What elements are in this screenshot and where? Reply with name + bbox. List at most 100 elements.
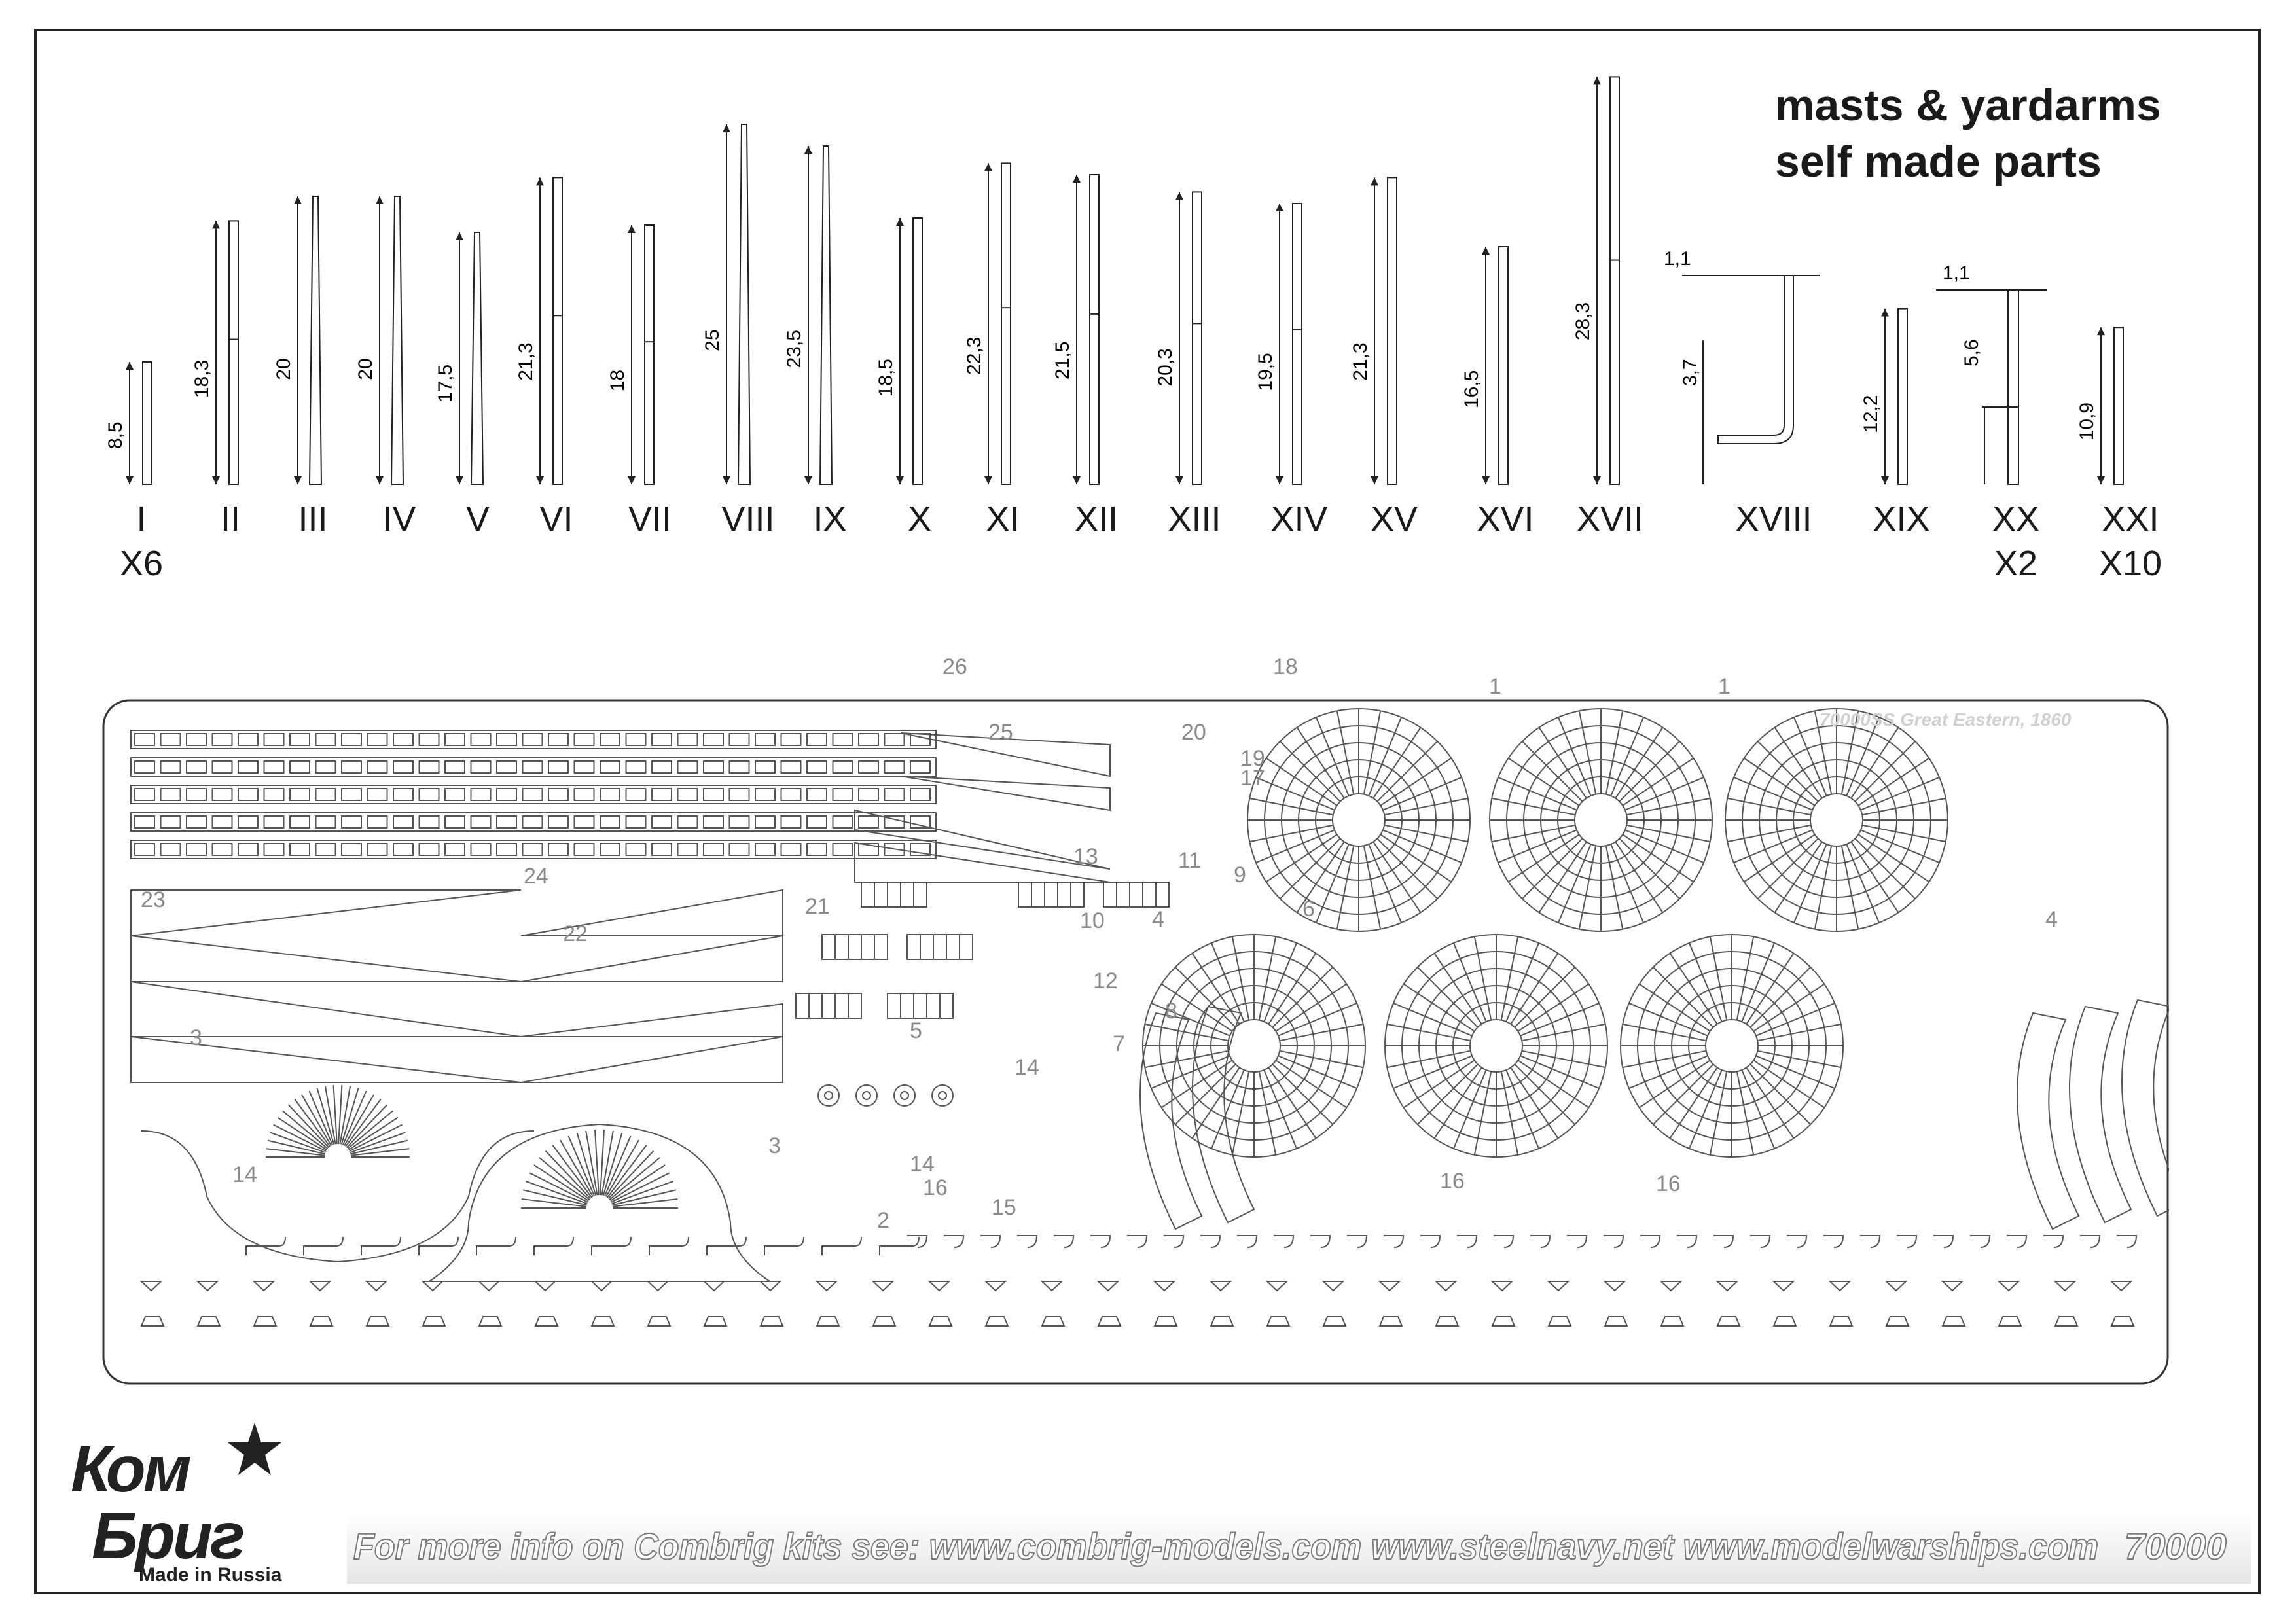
wheel-spoke	[1175, 1063, 1236, 1125]
wheel-spoke	[1736, 1071, 1755, 1155]
ladder-cell	[832, 760, 853, 774]
mast-shape	[142, 361, 152, 485]
bracket	[872, 1316, 897, 1327]
mast-shape	[1609, 76, 1620, 485]
arrow-head	[1881, 476, 1889, 484]
ratline	[520, 1003, 783, 1037]
mast-number: X	[907, 499, 932, 539]
ladder	[795, 993, 862, 1019]
ladder-cell	[263, 788, 285, 801]
part-number: 9	[1234, 863, 1246, 887]
mast-shape	[912, 217, 923, 485]
arrow-head	[1175, 476, 1183, 484]
wheel-spoke	[1500, 1071, 1519, 1155]
davit	[1164, 1235, 1185, 1248]
fan-blade	[600, 1130, 605, 1196]
wheel-spoke	[1151, 1055, 1230, 1089]
part-number: 25	[988, 720, 1013, 745]
ladder	[906, 934, 973, 960]
mast-shape	[1089, 174, 1100, 485]
ladder-cell	[418, 843, 440, 856]
ladder-cell	[134, 815, 155, 829]
deck-fans	[141, 1085, 772, 1282]
part-number: 19	[1240, 746, 1265, 771]
wheel-spoke	[1558, 717, 1592, 796]
wheel-spoke	[1727, 797, 1811, 816]
ladder-cell	[806, 815, 827, 829]
davit	[245, 1236, 286, 1255]
wheel-spoke	[1280, 741, 1341, 802]
ladder-cell	[651, 843, 672, 856]
brand-logo-line-1: Ком	[71, 1433, 192, 1506]
ladder-cell	[186, 760, 207, 774]
arrow-head	[628, 476, 636, 484]
davit	[1640, 1235, 1661, 1248]
ladder-cell	[341, 733, 362, 746]
fan-blade	[567, 1135, 595, 1197]
bracket	[1829, 1316, 1854, 1327]
mast-shape	[1192, 191, 1202, 485]
bracket	[590, 1281, 613, 1292]
ladder-cell	[703, 760, 724, 774]
ladder-cell	[703, 815, 724, 829]
fan-blade	[346, 1104, 388, 1149]
wheel-spoke	[1191, 1067, 1240, 1139]
part-number: 12	[1093, 969, 1118, 993]
gear-hub	[862, 1091, 871, 1100]
mast-shape	[2113, 327, 2124, 486]
fan-blade	[350, 1148, 410, 1156]
dimension-label: 17,5	[435, 365, 456, 402]
mast-number: VII	[628, 499, 672, 539]
ladder-cell	[600, 843, 620, 856]
ladder-cell	[470, 788, 492, 801]
mast-number: II	[220, 499, 241, 539]
part-number: 16	[923, 1175, 948, 1200]
davit	[303, 1236, 344, 1255]
ladder-cell	[238, 843, 259, 856]
davit	[1274, 1235, 1295, 1248]
dimension-label: 1,1	[1943, 262, 1970, 284]
arrow-head	[376, 196, 384, 204]
fan-blade	[340, 1088, 359, 1145]
ladder-cell	[367, 733, 388, 746]
ladder-cell	[367, 760, 388, 774]
wheel-spoke	[1393, 1055, 1473, 1089]
fan-blade	[339, 1086, 351, 1145]
wheel-spoke	[1578, 846, 1597, 929]
fan-blade	[611, 1181, 674, 1205]
wheel-spoke	[1316, 844, 1350, 923]
mast-number: XVI	[1477, 499, 1534, 539]
wheel-spoke	[1814, 846, 1833, 929]
ladder	[887, 993, 954, 1019]
bracket	[1096, 1281, 1120, 1292]
ladder-cell	[289, 760, 310, 774]
wheel-spoke	[1380, 834, 1452, 883]
ladder-cell	[728, 843, 750, 856]
dimension-label: 18,5	[875, 359, 897, 397]
mast-number: VIII	[721, 499, 775, 539]
ladder-cell	[470, 733, 492, 746]
wheel-spoke	[1382, 777, 1462, 811]
wheel-spoke	[1275, 983, 1347, 1032]
ladder-cell	[780, 815, 802, 829]
fan-blade	[308, 1090, 333, 1146]
wheel-spoke	[1741, 1069, 1775, 1149]
ladder-strip	[130, 785, 937, 804]
davit	[1200, 1235, 1221, 1248]
mast-shape	[1292, 203, 1302, 485]
wheel-spoke	[1363, 846, 1382, 929]
wheel-spoke	[1473, 936, 1492, 1020]
ladder-cell	[522, 815, 543, 829]
arrow-head	[536, 476, 544, 484]
mast-number: XXI	[2102, 499, 2159, 539]
ladder-cell	[806, 843, 827, 856]
ladder-cell	[548, 815, 569, 829]
mast-number: III	[298, 499, 328, 539]
wheel-spoke	[1231, 1071, 1250, 1155]
part-number: 4	[2045, 907, 2058, 932]
wheel-spoke	[1255, 777, 1335, 811]
paddle-guard	[1139, 1012, 1203, 1230]
mast-number: XVII	[1576, 499, 1644, 539]
fan-blade	[350, 1139, 408, 1155]
wheel-spoke	[1280, 838, 1341, 899]
